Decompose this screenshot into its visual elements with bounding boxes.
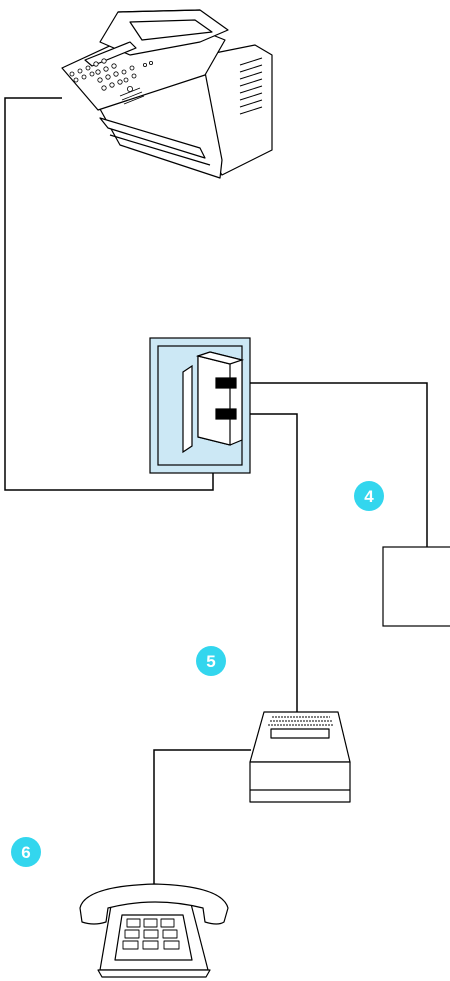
telephone-icon	[79, 883, 229, 978]
fax-machine-icon	[61, 9, 273, 179]
modem-cable	[235, 413, 298, 712]
wires	[4, 97, 428, 885]
callout-6: 6	[11, 837, 41, 867]
wall-jack-icon	[149, 337, 251, 474]
callout-4-label: 4	[364, 487, 374, 506]
line-cable	[235, 382, 428, 547]
callout-5: 5	[196, 646, 226, 676]
modem-icon	[249, 711, 351, 803]
fax-cable	[4, 97, 214, 491]
external-box-icon	[382, 546, 450, 627]
callout-6-label: 6	[21, 843, 30, 862]
callout-5-label: 5	[206, 652, 215, 671]
phone-cable	[153, 749, 251, 885]
callout-4: 4	[354, 481, 384, 511]
